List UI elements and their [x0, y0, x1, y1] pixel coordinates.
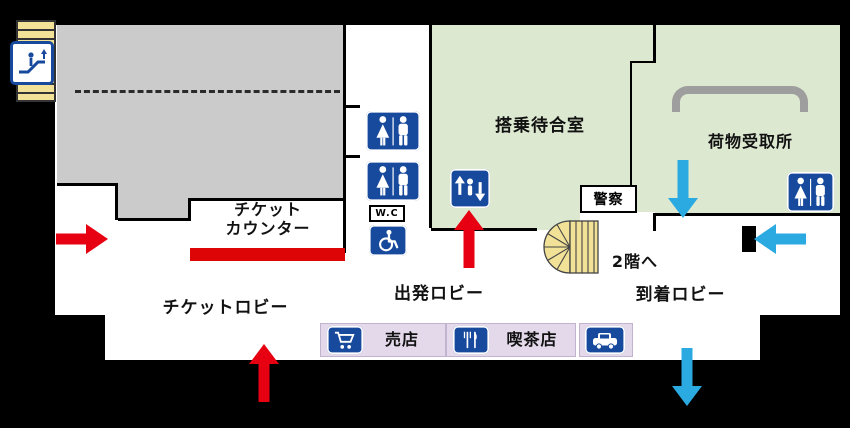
- cafe-utensils-icon: [453, 326, 489, 354]
- police-label: 警察: [593, 192, 624, 208]
- label-baggage-claim: 荷物受取所: [707, 132, 793, 151]
- label-ticket-lobby: チケットロビー: [162, 298, 289, 318]
- wall-baggage-connector: [653, 213, 656, 231]
- label-arrival-lobby: 到着ロビー: [635, 285, 726, 305]
- ticket-counter-bar: [190, 248, 345, 261]
- wall-stub-2: [346, 155, 360, 158]
- right-entrance-wall-stub: [742, 226, 756, 252]
- wall-gray-step: [188, 198, 191, 221]
- wall-baggage-bottom: [655, 213, 840, 216]
- restroom-icon-lower: [366, 161, 420, 201]
- entrance-alcove: [57, 183, 118, 220]
- wall-boarding-bottom: [431, 228, 537, 231]
- escalator-icon: [10, 41, 54, 85]
- elevator-icon: [450, 169, 490, 208]
- ticket-counter-line2: カウンター: [225, 219, 311, 239]
- wall-corridor-right: [429, 25, 432, 228]
- label-cafe: 喫茶店: [506, 330, 558, 349]
- label-shop: 売店: [384, 330, 419, 349]
- label-departure-lobby: 出発ロビー: [394, 284, 484, 304]
- counter-dashed-line: [75, 90, 340, 93]
- wall-inner-horizontal: [630, 61, 656, 63]
- arrival-arrow-right: [754, 224, 806, 254]
- police-box: 警察: [580, 185, 637, 213]
- boarding-corner-clear: [580, 212, 655, 230]
- wall-gray-bottom-right: [188, 198, 345, 201]
- ticket-counter-line1: チケット: [233, 200, 302, 219]
- shop-cart-icon: [327, 326, 363, 354]
- arrival-arrow-top: [668, 160, 698, 218]
- car-icon: [585, 326, 625, 354]
- wall-green-divider: [653, 25, 656, 63]
- wheelchair-icon: [369, 225, 407, 256]
- ticket-counter-label: チケット カウンター: [193, 200, 343, 238]
- entrance-arrow-bottom: [249, 344, 279, 402]
- wall-stub-1: [346, 105, 360, 108]
- entrance-arrow-left: [56, 224, 108, 254]
- wc-label: W.C: [375, 208, 399, 219]
- wall-inner-vertical: [630, 61, 632, 188]
- back-area-gray: [57, 25, 343, 200]
- wall-gray-bottom-left: [118, 218, 190, 221]
- departure-arrow: [454, 210, 484, 268]
- wall-corridor-left: [343, 25, 346, 253]
- restroom-icon-right: [787, 172, 834, 212]
- baggage-carousel: [672, 86, 808, 112]
- label-to-2f: 2階へ: [611, 252, 659, 271]
- label-boarding-lounge: 搭乗待合室: [495, 116, 585, 136]
- restroom-icon-upper: [366, 111, 420, 151]
- stairs-to-2f: [532, 220, 602, 274]
- arrival-arrow-bottom: [672, 348, 702, 406]
- wc-sign: W.C: [369, 205, 405, 222]
